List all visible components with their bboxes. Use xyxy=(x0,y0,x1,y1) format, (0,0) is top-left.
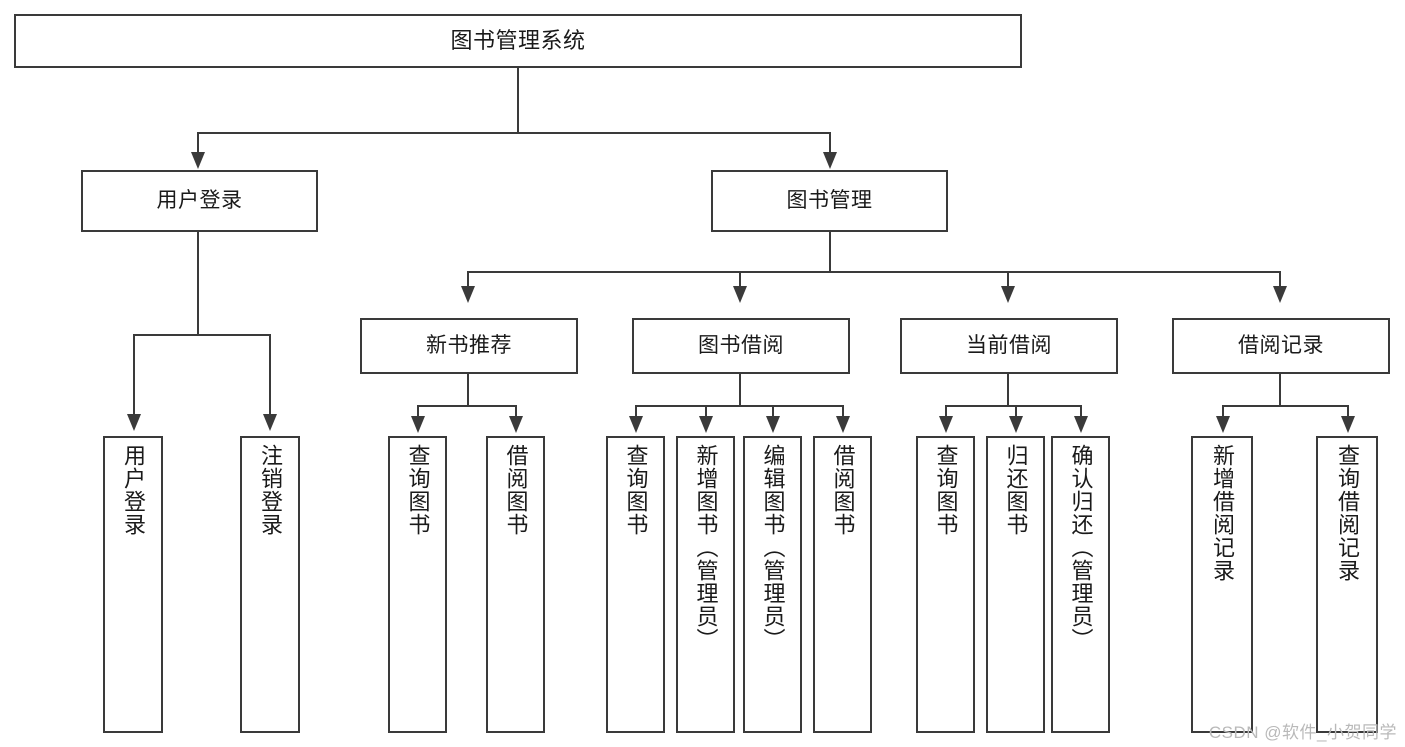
connector-to-user-login xyxy=(197,132,199,155)
connector-level1-bus xyxy=(197,132,831,134)
connector-book-borrow-leaf-2 xyxy=(705,405,707,418)
watermark: CSDN @软件_小贺同学 xyxy=(1208,723,1397,742)
arrow-new-book-leaf-1 xyxy=(411,416,425,433)
connector-user-login-bus xyxy=(133,334,271,336)
node-user-login[interactable]: 用户登录 xyxy=(81,170,318,232)
connector-current-borrow-leaf-1 xyxy=(945,405,947,418)
connector-book-borrow-stem xyxy=(739,374,741,406)
leaf-current-borrow-query[interactable]: 查询图书 xyxy=(916,436,975,733)
node-label: 查询图书 xyxy=(405,444,431,536)
connector-book-mgmt-stem xyxy=(829,232,831,272)
leaf-current-borrow-return[interactable]: 归还图书 xyxy=(986,436,1045,733)
leaf-new-book-borrow[interactable]: 借阅图书 xyxy=(486,436,545,733)
leaf-borrow-records-query[interactable]: 查询借阅记录 xyxy=(1316,436,1378,733)
arrow-book-borrow-leaf-4 xyxy=(836,416,850,433)
node-label: 新书推荐 xyxy=(426,334,512,358)
node-label: 归还图书 xyxy=(1003,444,1029,536)
leaf-book-borrow-edit[interactable]: 编辑图书（管理员） xyxy=(743,436,802,733)
arrow-current-borrow-leaf-2 xyxy=(1009,416,1023,433)
connector-to-borrow-records xyxy=(1279,271,1281,288)
arrow-new-book-leaf-2 xyxy=(509,416,523,433)
connector-book-borrow-leaf-1 xyxy=(635,405,637,418)
leaf-book-borrow-query[interactable]: 查询图书 xyxy=(606,436,665,733)
node-label: 编辑图书（管理员） xyxy=(760,444,786,651)
connector-root-stem xyxy=(517,68,519,133)
arrow-current-borrow-leaf-3 xyxy=(1074,416,1088,433)
node-label: 借阅图书 xyxy=(503,444,529,536)
connector-borrow-records-stem xyxy=(1279,374,1281,406)
node-label: 借阅图书 xyxy=(830,444,856,536)
leaf-user-login-login[interactable]: 用户登录 xyxy=(103,436,163,733)
arrow-book-borrow-leaf-1 xyxy=(629,416,643,433)
connector-user-login-leaf-2 xyxy=(269,334,271,416)
node-book-borrow[interactable]: 图书借阅 xyxy=(632,318,850,374)
node-label: 新增图书（管理员） xyxy=(693,444,719,651)
connector-level2-bus xyxy=(467,271,1280,273)
arrow-book-borrow-leaf-3 xyxy=(766,416,780,433)
node-new-book-recommend[interactable]: 新书推荐 xyxy=(360,318,578,374)
connector-new-book-leaf-2 xyxy=(515,405,517,418)
connector-book-borrow-bus xyxy=(635,405,844,407)
leaf-book-borrow-add[interactable]: 新增图书（管理员） xyxy=(676,436,735,733)
leaf-current-borrow-confirm-return[interactable]: 确认归还（管理员） xyxy=(1051,436,1110,733)
node-label: 确认归还（管理员） xyxy=(1068,444,1094,651)
arrow-book-borrow-leaf-2 xyxy=(699,416,713,433)
arrow-current-borrow-leaf-1 xyxy=(939,416,953,433)
arrow-to-user-login xyxy=(191,152,205,169)
node-label: 用户登录 xyxy=(156,189,243,213)
connector-book-borrow-leaf-4 xyxy=(842,405,844,418)
connector-book-borrow-leaf-3 xyxy=(772,405,774,418)
leaf-new-book-query[interactable]: 查询图书 xyxy=(388,436,447,733)
arrow-borrow-records-leaf-2 xyxy=(1341,416,1355,433)
arrow-to-current-borrow xyxy=(1001,286,1015,303)
connector-current-borrow-leaf-3 xyxy=(1080,405,1082,418)
node-label: 图书借阅 xyxy=(698,334,784,358)
node-label: 新增借阅记录 xyxy=(1210,444,1235,582)
arrow-to-book-borrow xyxy=(733,286,747,303)
node-book-management[interactable]: 图书管理 xyxy=(711,170,948,232)
connector-to-current-borrow xyxy=(1007,271,1009,288)
connector-to-new-book xyxy=(467,271,469,288)
connector-user-login-stem xyxy=(197,232,199,335)
arrow-borrow-records-leaf-1 xyxy=(1216,416,1230,433)
connector-to-book-mgmt xyxy=(829,132,831,155)
leaf-borrow-records-add[interactable]: 新增借阅记录 xyxy=(1191,436,1253,733)
connector-new-book-leaf-1 xyxy=(417,405,419,418)
connector-current-borrow-leaf-2 xyxy=(1015,405,1017,418)
node-label: 当前借阅 xyxy=(966,334,1052,358)
connector-borrow-records-leaf-1 xyxy=(1222,405,1224,418)
leaf-book-borrow-borrow[interactable]: 借阅图书 xyxy=(813,436,872,733)
node-borrow-records[interactable]: 借阅记录 xyxy=(1172,318,1390,374)
connector-current-borrow-bus xyxy=(945,405,1082,407)
node-label: 图书管理系统 xyxy=(450,27,586,53)
connector-borrow-records-bus xyxy=(1222,405,1349,407)
arrow-to-book-mgmt xyxy=(823,152,837,169)
connector-user-login-leaf-1 xyxy=(133,334,135,416)
node-label: 用户登录 xyxy=(121,444,146,536)
node-label: 查询图书 xyxy=(623,444,649,536)
arrow-to-new-book xyxy=(461,286,475,303)
connector-new-book-stem xyxy=(467,374,469,406)
connector-current-borrow-stem xyxy=(1007,374,1009,406)
node-label: 查询借阅记录 xyxy=(1335,444,1360,582)
connector-new-book-bus xyxy=(417,405,517,407)
node-label: 注销登录 xyxy=(258,444,283,536)
arrow-user-login-leaf-2 xyxy=(263,414,277,431)
arrow-to-borrow-records xyxy=(1273,286,1287,303)
node-label: 查询图书 xyxy=(933,444,959,536)
node-label: 借阅记录 xyxy=(1238,334,1324,358)
node-current-borrow[interactable]: 当前借阅 xyxy=(900,318,1118,374)
connector-borrow-records-leaf-2 xyxy=(1347,405,1349,418)
node-root-system[interactable]: 图书管理系统 xyxy=(14,14,1022,68)
arrow-user-login-leaf-1 xyxy=(127,414,141,431)
connector-to-book-borrow xyxy=(739,271,741,288)
node-label: 图书管理 xyxy=(786,189,873,213)
leaf-user-login-logout[interactable]: 注销登录 xyxy=(240,436,300,733)
